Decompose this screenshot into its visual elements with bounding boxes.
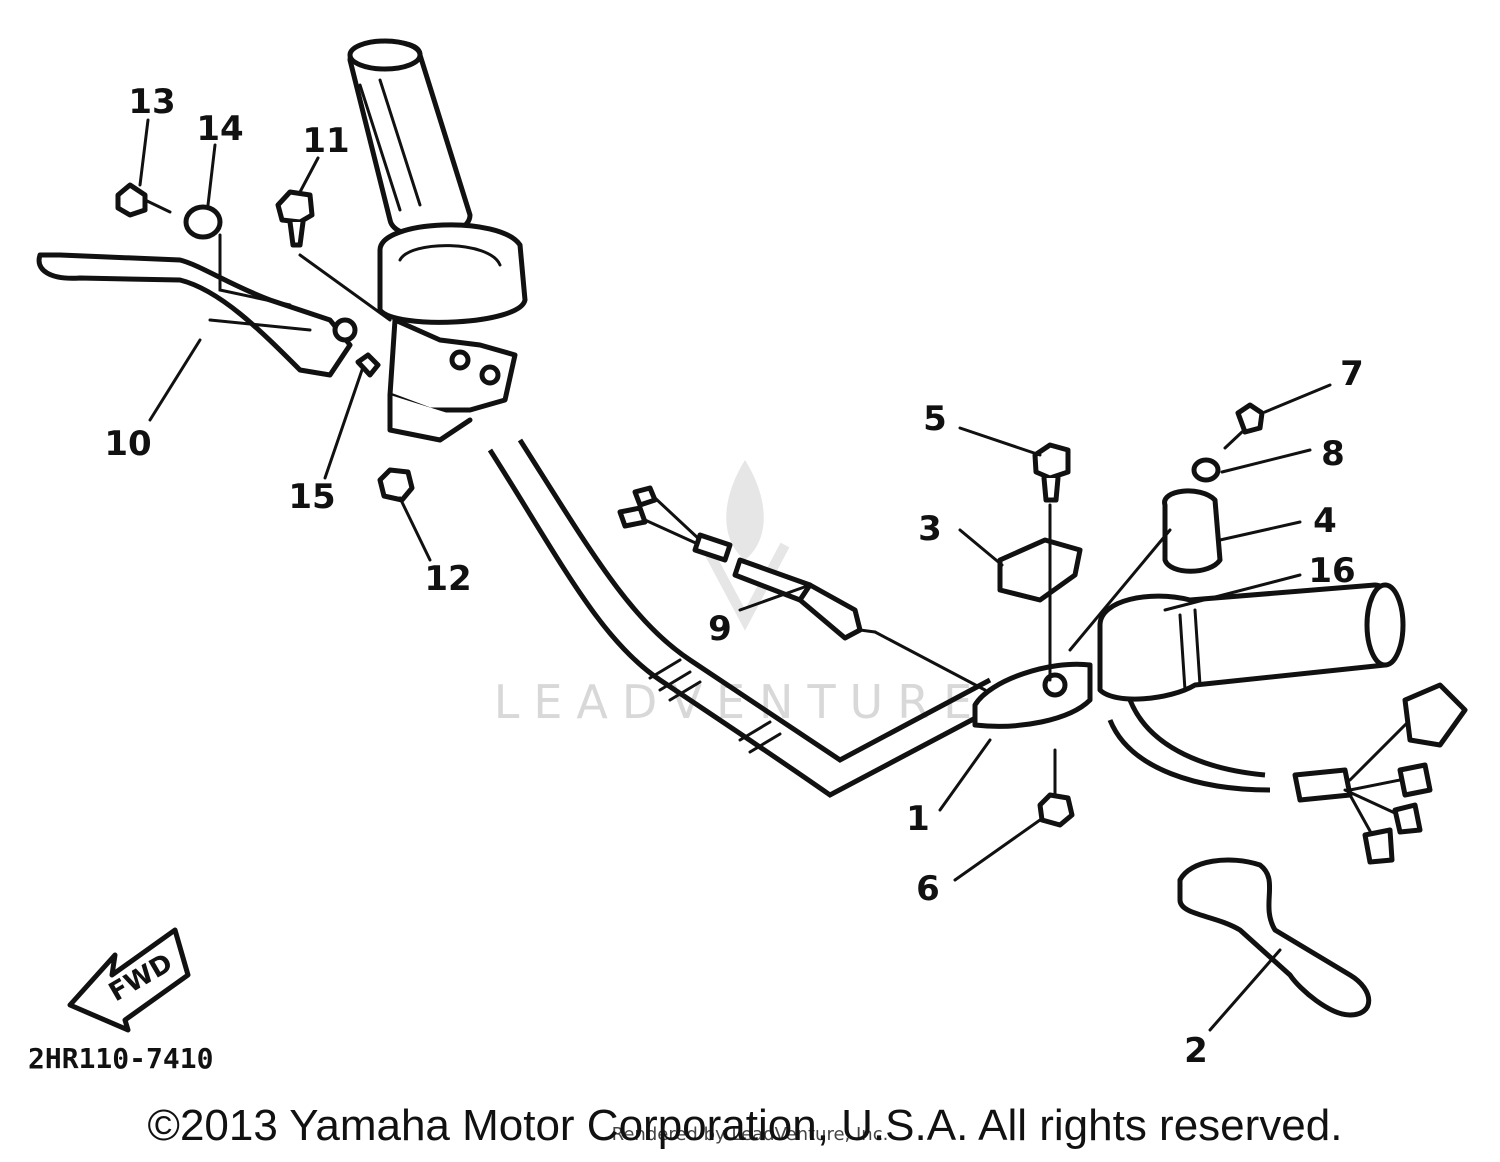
callout-8: 8 [1321, 434, 1345, 474]
fwd-arrow: FWD [67, 927, 191, 1033]
callout-2: 2 [1184, 1031, 1208, 1071]
left-housing [377, 222, 528, 443]
fwd-arrow-icon [67, 927, 191, 1033]
callout-11: 11 [302, 121, 349, 161]
callout-3: 3 [918, 509, 942, 549]
callout-5: 5 [923, 399, 947, 439]
callout-1: 1 [906, 799, 930, 839]
part-3-bracket [997, 537, 1083, 603]
part-6-nut [1037, 792, 1075, 828]
part-12-nut [377, 467, 415, 503]
callout-9: 9 [708, 609, 732, 649]
watermark-text: LEADVENTURE [494, 675, 987, 729]
part-7-screw [1223, 402, 1265, 450]
callout-10: 10 [104, 424, 151, 464]
diagram-code: 2HR110-7410 [28, 1042, 213, 1075]
part-13-bolt [115, 182, 172, 218]
part-4-clamp [1162, 488, 1223, 574]
watermark-flame-icon [726, 460, 764, 560]
callout-14: 14 [196, 109, 243, 149]
part-16-grip [1097, 582, 1406, 702]
wiring-harness [1107, 682, 1468, 865]
callout-16: 16 [1308, 551, 1355, 591]
rendered-by: Rendered by LeadVenture, Inc. [612, 1124, 889, 1145]
part-5-bolt [1032, 442, 1071, 503]
callouts: 13 14 11 10 15 12 5 3 7 8 4 16 9 1 6 2 [104, 82, 1364, 1071]
part-2-lever [1177, 857, 1372, 1018]
callout-12: 12 [424, 559, 471, 599]
part-1-base [972, 661, 1093, 729]
part-9-switch [617, 485, 877, 641]
part-8-washer [1191, 457, 1221, 483]
callout-6: 6 [916, 869, 940, 909]
callout-7: 7 [1340, 354, 1364, 394]
part-10-lever [36, 252, 358, 378]
part-15-pin [355, 352, 381, 378]
part-14-collar [183, 204, 223, 240]
handlebar [487, 438, 1012, 798]
left-grip [347, 38, 473, 239]
watermark: LEADVENTURE [494, 460, 987, 729]
leader-lines [138, 118, 1332, 1032]
copyright: ©2013 Yamaha Motor Corporation, U.S.A. A… [148, 1101, 1343, 1150]
callout-15: 15 [288, 477, 335, 517]
callout-4: 4 [1313, 501, 1337, 541]
callout-13: 13 [128, 82, 175, 122]
part-11-bolt [275, 189, 315, 248]
